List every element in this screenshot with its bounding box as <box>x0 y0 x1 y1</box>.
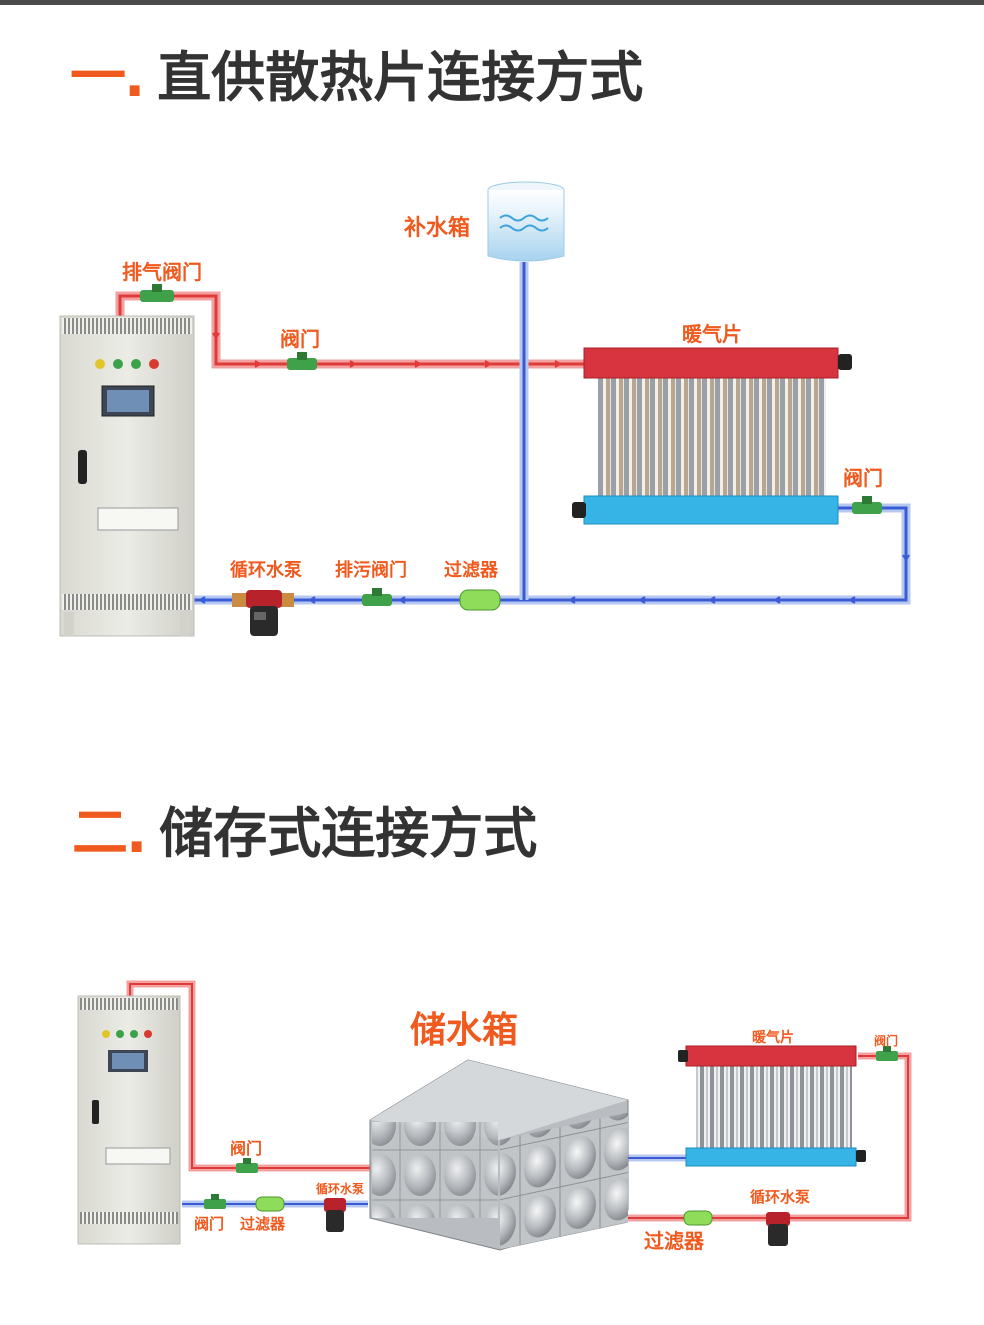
valve-return <box>852 496 882 514</box>
cabinet-door-handle <box>78 450 87 484</box>
circulation-pump-right <box>766 1212 790 1246</box>
indicator-light-red <box>149 359 159 369</box>
indicator-light-green <box>113 359 123 369</box>
flow-arrows <box>198 320 910 604</box>
radiator <box>572 347 852 525</box>
section2-diagram: 储水箱 阀门 循环水泵 阀门 过滤器 暖气片 阀门 循环水泵 过滤器 <box>77 980 912 1253</box>
valve-mid <box>236 1158 258 1173</box>
section1-diagram: 排气阀门 阀门 补水箱 暖气片 阀门 循环水泵 排污阀门 过滤器 <box>59 181 911 637</box>
electric-boiler-cabinet <box>59 315 195 637</box>
indicator-light-yellow <box>95 359 105 369</box>
storage-water-tank <box>369 1059 629 1251</box>
label-filter-left: 过滤器 <box>240 1215 286 1233</box>
section2-number: 二. <box>72 801 147 866</box>
label-filter: 过滤器 <box>444 559 499 581</box>
label-valve-right-2: 阀门 <box>874 1033 898 1048</box>
filter <box>459 589 501 611</box>
valve-right-2 <box>876 1046 898 1061</box>
label-circulation-pump-right: 循环水泵 <box>750 1188 810 1206</box>
label-exhaust-valve: 排气阀门 <box>122 260 202 284</box>
label-circulation-pump: 循环水泵 <box>230 559 302 581</box>
indicator-light-green-2 <box>131 359 141 369</box>
label-circulation-pump-left: 循环水泵 <box>316 1181 364 1196</box>
section1-title: 直供散热片连接方式 <box>157 46 644 109</box>
section1-heading: 一. 直供散热片连接方式 <box>70 32 643 113</box>
label-drain-valve: 排污阀门 <box>335 559 407 581</box>
label-valve-return: 阀门 <box>843 466 883 490</box>
label-valve-supply: 阀门 <box>280 327 320 351</box>
filter-left <box>255 1196 285 1212</box>
top-divider <box>0 0 984 5</box>
section2-title: 储存式连接方式 <box>159 802 538 865</box>
label-filter-right: 过滤器 <box>644 1229 705 1253</box>
radiator-2 <box>678 1045 866 1167</box>
label-valve-low: 阀门 <box>194 1215 224 1233</box>
valve-low <box>204 1194 226 1209</box>
filter-right <box>683 1210 713 1226</box>
section2-heading: 二. 储存式连接方式 <box>72 788 537 869</box>
drain-valve <box>362 588 392 606</box>
circulation-pump-left <box>324 1198 346 1232</box>
electric-boiler-cabinet-2 <box>77 995 181 1245</box>
label-storage-tank: 储水箱 <box>410 1010 518 1051</box>
exhaust-valve <box>140 284 174 302</box>
label-valve-mid: 阀门 <box>230 1139 262 1158</box>
label-makeup-tank: 补水箱 <box>403 215 470 241</box>
valve-supply <box>287 352 317 370</box>
circulation-pump <box>232 590 294 636</box>
label-radiator: 暖气片 <box>682 322 742 346</box>
label-radiator-2: 暖气片 <box>752 1029 794 1046</box>
section1-number: 一. <box>70 45 145 110</box>
makeup-water-tank <box>487 181 565 262</box>
certification-plate <box>97 507 179 531</box>
